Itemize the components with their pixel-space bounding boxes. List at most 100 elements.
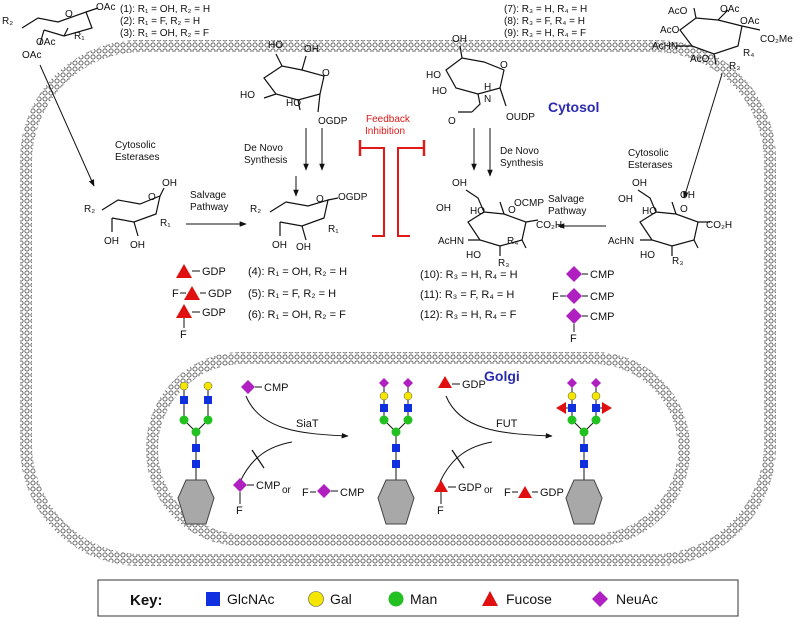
achn-cmp: AcHN [438, 236, 464, 247]
fut-blocked-arrow [439, 441, 493, 483]
cmp-analog-donors: F CMP or F CMP [233, 478, 364, 517]
gdp-fucose-structure: R₂ O OGDP R₁ OH OH [250, 192, 368, 253]
f-label-5: F [172, 288, 179, 300]
oh-cmp-b: OH [436, 203, 451, 214]
oh-free-c: OH [130, 240, 145, 251]
oac-label-2: OAc [36, 37, 55, 48]
aco-label-2: AcO [690, 54, 710, 65]
or-label-2: or [484, 485, 494, 496]
gdp-analog-donors: F GDP or F GDP [434, 480, 564, 517]
oac-top-3: OAc [740, 16, 759, 27]
free-fucose-structure: R₂ O OH R₁ OH OH [84, 178, 177, 251]
aco-label: AcO [660, 25, 680, 36]
gdp-label-5: GDP [208, 288, 232, 300]
ring-o-gdp: O [322, 68, 330, 79]
uptake-arrow-left [39, 64, 95, 187]
r2-label: R₂ [2, 16, 13, 27]
golgi-label: Golgi [484, 368, 520, 384]
f-label-6: F [180, 329, 187, 341]
r4-label: R₄ [743, 48, 754, 59]
oh-label-e: OH [452, 34, 467, 45]
ho-cmp-d: HO [466, 250, 481, 261]
r1-label: R₁ [74, 31, 85, 42]
gdp-donor-fut: GDP [438, 376, 486, 391]
r3-cmp: R₃ [498, 258, 509, 269]
left-salvage-1: Salvage [190, 190, 227, 201]
glycan-3 [556, 378, 612, 525]
key-item-glcnac: GlcNAc [206, 591, 274, 607]
cmp-label-12: CMP [590, 311, 614, 323]
ring-o-udp: O [500, 60, 508, 71]
gdp-label-6: GDP [202, 307, 226, 319]
achn-free: AcHN [608, 236, 634, 247]
compound-10: (10): R₃ = H, R₄ = H [420, 269, 518, 281]
right-esterases-2: Esterases [628, 160, 672, 171]
fut-block-cross [451, 449, 465, 469]
key-label-glcnac: GlcNAc [227, 591, 274, 607]
gdp-analog-label2: GDP [540, 487, 564, 499]
oac-label-3: OAc [22, 50, 41, 61]
feedback-label-2: Inhibition [365, 126, 405, 137]
compound-6: (6): R₁ = OH, R₂ = F [248, 309, 346, 321]
r4-cmp: R₄ [507, 236, 518, 247]
gdp-mannose-structure: HO OH HO HO O OGDP [240, 40, 348, 127]
oh-free-d: OH [618, 194, 633, 205]
ring-oxygen: O [65, 9, 73, 20]
oh-label-a: HO [268, 40, 283, 51]
compounds-7-9-list: (7): R₃ = H, R₄ = H (8): R₃ = F, R₄ = H … [504, 4, 587, 39]
oac-label-1: OAc [96, 2, 115, 13]
ocmp-label: OCMP [514, 198, 544, 209]
ho-label-g: HO [432, 86, 447, 97]
cmp-donor-label: CMP [264, 382, 288, 394]
key-label-fucose: Fucose [506, 591, 552, 607]
ho-cmp-c: HO [470, 206, 485, 217]
compound-3: (3): R₁ = OH, R₂ = F [120, 28, 209, 39]
compound-7: (7): R₃ = H, R₄ = H [504, 4, 587, 15]
denovo-arrows-right [471, 128, 493, 177]
cmp-sialic-acid-structure: OH OH HO O OCMP CO₂H AcHN R₄ HO R₃ [436, 178, 562, 269]
oh-free-a: OH [162, 178, 177, 189]
compound-9: (9): R₃ = H, R₄ = F [504, 28, 586, 39]
cmp-analog-label2: CMP [340, 487, 364, 499]
key-title: Key: [130, 592, 163, 609]
or-label-1: or [282, 485, 292, 496]
r1-gdp: R₁ [328, 224, 339, 235]
ring-o-gdp2: O [316, 194, 324, 205]
cytosol-label: Cytosol [548, 99, 599, 115]
gdp-symbol-6: F GDP [176, 304, 226, 341]
right-denovo-2: Synthesis [500, 158, 543, 169]
key-label-gal: Gal [330, 591, 352, 607]
siat-label: SiaT [296, 418, 319, 430]
r2-free: R₂ [84, 204, 95, 215]
cmp-label-10: CMP [590, 269, 614, 281]
cmp-label-11: CMP [590, 291, 614, 303]
siat-reaction-arrow [245, 395, 349, 439]
key-label-man: Man [410, 591, 437, 607]
cmp-symbol-12: F CMP [566, 308, 614, 345]
cmp-symbol-11: F CMP [552, 288, 614, 304]
feedback-inhibition [358, 140, 426, 237]
cmp-symbol-10: CMP [566, 266, 614, 282]
left-denovo-2: Synthesis [244, 155, 287, 166]
compound-8: (8): R₃ = F, R₄ = H [504, 16, 585, 27]
h-label: H [484, 82, 491, 93]
key-item-man: Man [388, 591, 437, 607]
siat-blocked-arrow [239, 441, 293, 483]
glycan-1 [177, 381, 215, 525]
ogdp-product: OGDP [338, 192, 368, 203]
oh-gdp-a: OH [272, 240, 287, 251]
compound-4: (4): R₁ = OH, R₂ = H [248, 266, 347, 278]
f-label-gdp-analog2: F [504, 487, 511, 499]
r3-label: R₃ [729, 61, 740, 72]
ring-o-cmp: O [508, 205, 516, 216]
co2me-label: CO₂Me [760, 34, 793, 45]
key-item-fucose: Fucose [482, 591, 552, 607]
co2h-cmp: CO₂H [536, 220, 562, 231]
f-label-cmp-analog2: F [302, 487, 309, 499]
uptake-arrow-right [683, 73, 723, 199]
left-salvage-2: Pathway [190, 202, 228, 213]
udp-glcnac-structure: OH HO HO O N H O OUDP [426, 34, 535, 127]
peracetylated-sialic-acid-structure: AcO OAc OAc AcO CO₂Me AcHN R₄ AcO R₃ [652, 4, 793, 72]
r3-free: R₃ [672, 256, 683, 267]
